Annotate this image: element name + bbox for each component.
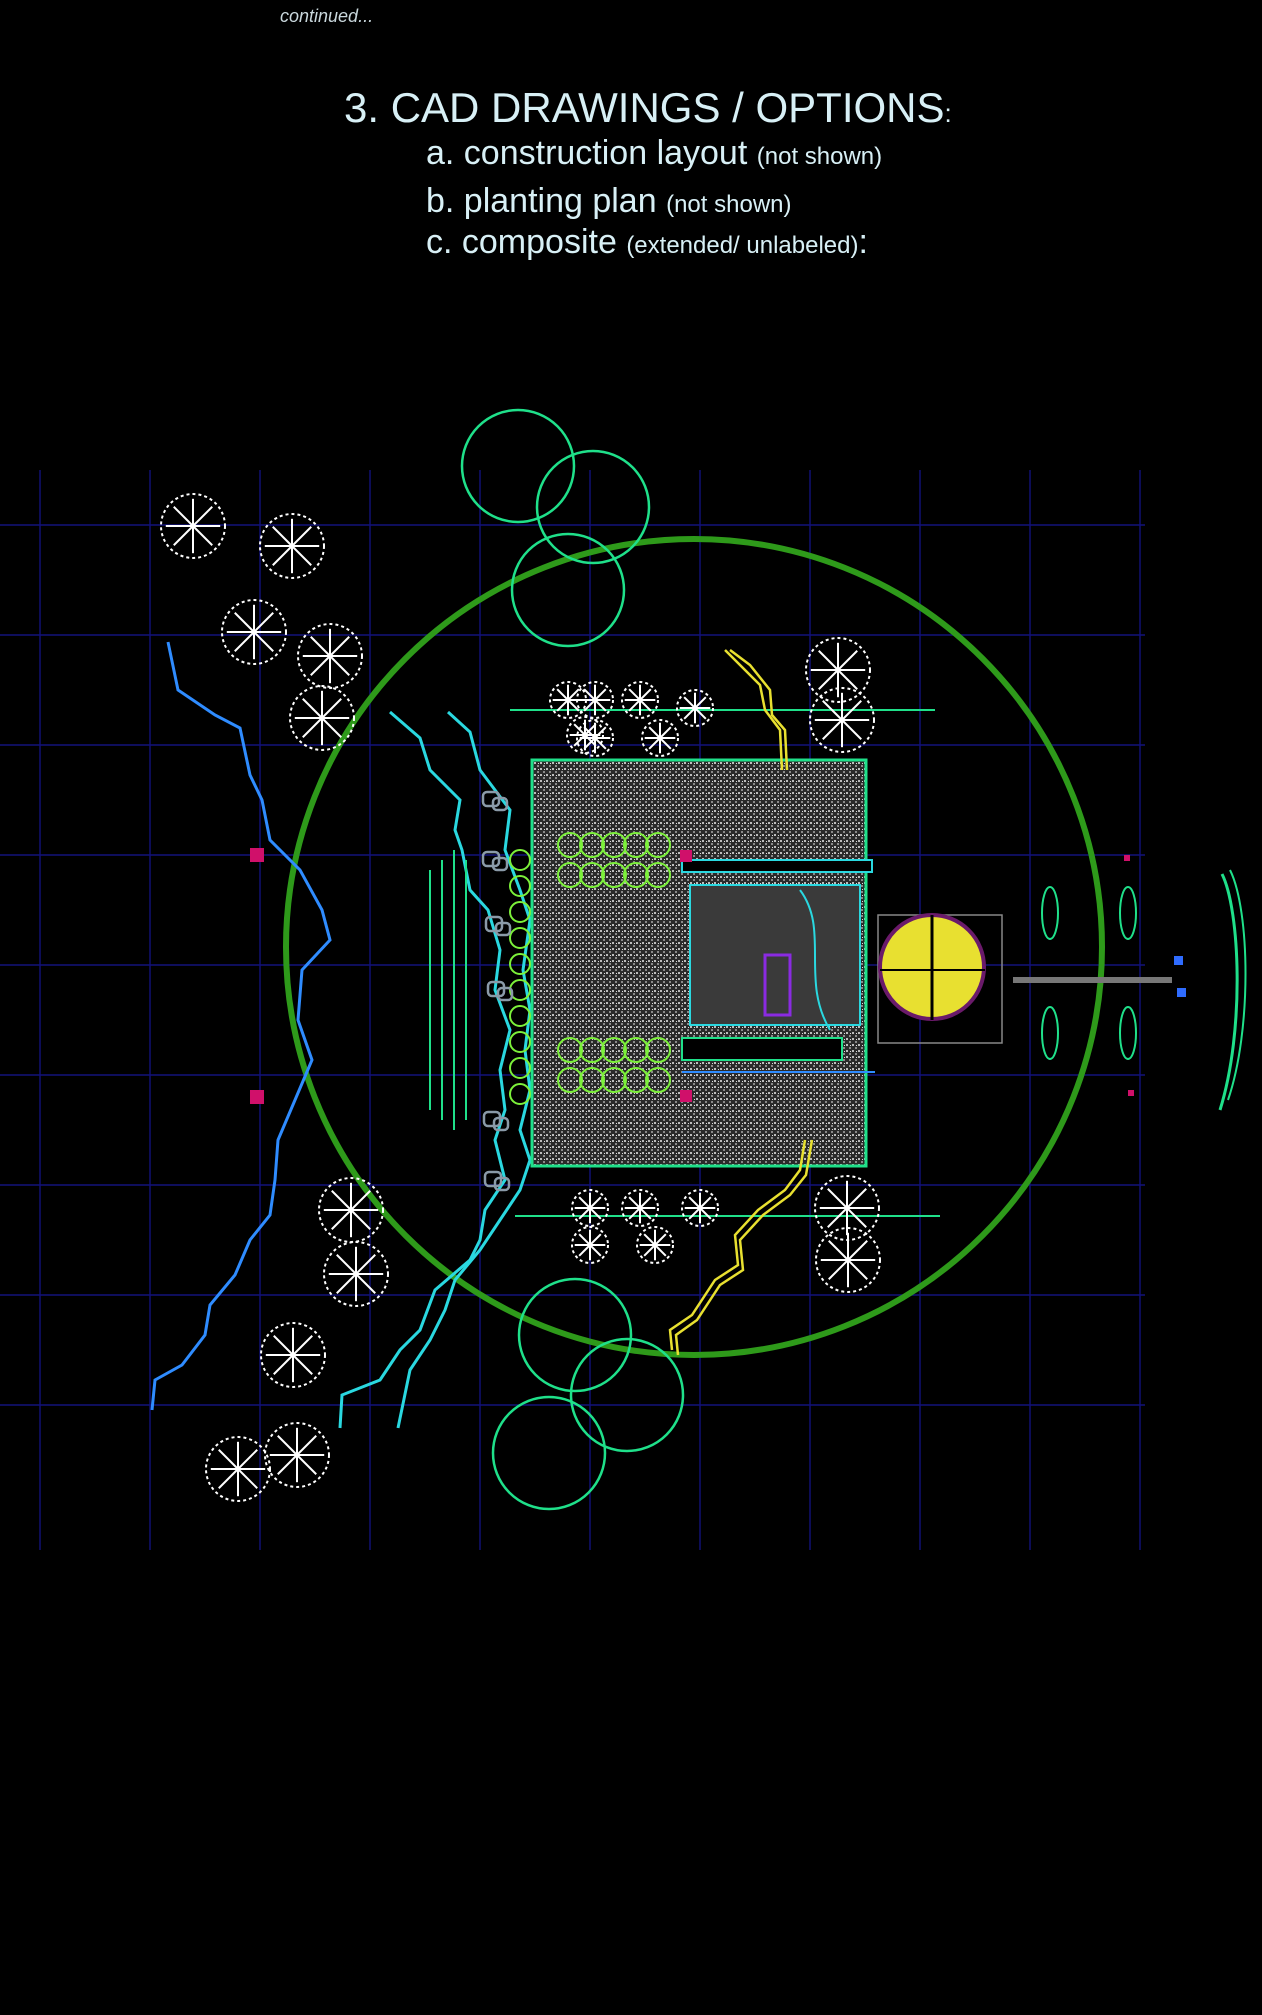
tree-symbol-icon bbox=[160, 493, 226, 559]
option-c: c. composite (extended/ unlabeled): bbox=[426, 223, 868, 262]
tree-symbol-icon bbox=[297, 623, 363, 689]
boulder-symbol-icon bbox=[481, 790, 509, 812]
shrub-symbol-icon bbox=[509, 875, 531, 897]
shrub-symbol-icon bbox=[601, 1037, 627, 1063]
edge-lines bbox=[429, 850, 467, 1130]
shrub-symbol-icon bbox=[509, 849, 531, 871]
tree-symbol-icon bbox=[681, 1189, 719, 1227]
shrub-symbol-icon bbox=[579, 832, 605, 858]
tree-symbol-icon bbox=[571, 1226, 609, 1264]
shrub-symbol-icon bbox=[601, 832, 627, 858]
stream-lines bbox=[150, 641, 532, 1429]
cad-composite-plan bbox=[0, 408, 1247, 1550]
shrub-symbol-icon bbox=[509, 953, 531, 975]
tree-symbol-icon bbox=[571, 1189, 609, 1227]
tree-symbol-icon bbox=[289, 685, 355, 751]
tree-symbol-icon bbox=[318, 1177, 384, 1243]
tree-symbol-icon bbox=[641, 719, 679, 757]
boulder-symbol-icon bbox=[486, 980, 514, 1002]
boulder-symbol-icon bbox=[484, 915, 512, 937]
shrub-symbol-icon bbox=[579, 862, 605, 888]
shrub-symbol-icon bbox=[509, 979, 531, 1001]
shrub-symbol-icon bbox=[623, 1037, 649, 1063]
tree-symbol-icon bbox=[809, 687, 875, 753]
shrub-symbol-icon bbox=[645, 832, 671, 858]
option-c-note: (extended/ unlabeled) bbox=[626, 232, 859, 259]
right-furnishings bbox=[1013, 869, 1247, 1111]
page-title: 3. CAD DRAWINGS / OPTIONS: bbox=[344, 84, 952, 132]
tree-symbol-icon bbox=[621, 1189, 659, 1227]
tree-symbol-icon bbox=[566, 716, 604, 754]
tree-symbol-icon bbox=[549, 681, 587, 719]
option-b-note: (not shown) bbox=[666, 191, 792, 218]
shrub-symbol-icon bbox=[579, 1037, 605, 1063]
shrub-symbol-icon bbox=[557, 1037, 583, 1063]
option-c-label: c. composite bbox=[426, 223, 617, 261]
boulder-symbol-icon bbox=[482, 1110, 510, 1132]
tree-symbol-icon bbox=[805, 637, 871, 703]
boulder-symbol-icon bbox=[483, 1170, 511, 1192]
shrub-symbol-icon bbox=[557, 862, 583, 888]
tree-symbol-icon bbox=[264, 1422, 330, 1488]
drip-line-circle bbox=[283, 536, 1105, 1358]
tree-symbol-icon bbox=[323, 1241, 389, 1307]
shrub-symbol-icon bbox=[509, 1083, 531, 1105]
option-b-label: b. planting plan bbox=[426, 182, 657, 220]
survey-markers bbox=[250, 848, 1134, 1104]
option-a: a. construction layout (not shown) bbox=[426, 134, 882, 173]
option-b: b. planting plan (not shown) bbox=[426, 182, 791, 221]
tree-symbol-icon bbox=[205, 1436, 271, 1502]
boulder-symbol-icon bbox=[481, 850, 509, 872]
tree-symbol-icon bbox=[621, 681, 659, 719]
continued-note: continued... bbox=[280, 6, 374, 26]
tree-symbols bbox=[160, 493, 881, 1502]
tree-symbol-icon bbox=[259, 513, 325, 579]
shrub-symbol-icon bbox=[557, 1067, 583, 1093]
boulder-group bbox=[481, 790, 514, 1192]
fountain-icon bbox=[877, 913, 1003, 1044]
bed-lines bbox=[510, 709, 940, 1217]
shrub-symbol-icon bbox=[623, 1067, 649, 1093]
tree-symbol-icon bbox=[221, 599, 287, 665]
shrub-symbol-icon bbox=[601, 1067, 627, 1093]
shrub-symbol-icon bbox=[509, 1031, 531, 1053]
option-a-label: a. construction layout bbox=[426, 134, 748, 172]
shrub-symbol-icon bbox=[509, 1005, 531, 1027]
shrub-symbol-icon bbox=[509, 927, 531, 949]
shrub-symbol-icon bbox=[623, 862, 649, 888]
yellow-paths bbox=[668, 649, 814, 1356]
option-c-suffix: : bbox=[858, 223, 868, 261]
shrub-symbol-icon bbox=[557, 832, 583, 858]
tree-symbol-icon bbox=[815, 1227, 881, 1293]
page-title-text: 3. CAD DRAWINGS / OPTIONS bbox=[344, 84, 945, 131]
tree-symbol-icon bbox=[676, 689, 714, 727]
shrub-rows bbox=[509, 832, 671, 1105]
tree-symbol-icon bbox=[814, 1175, 880, 1241]
canopy-circles bbox=[460, 408, 685, 1511]
shrub-symbol-icon bbox=[623, 832, 649, 858]
option-a-note: (not shown) bbox=[756, 143, 883, 170]
tree-symbol-icon bbox=[260, 1322, 326, 1388]
shrub-symbol-icon bbox=[509, 1057, 531, 1079]
shrub-symbol-icon bbox=[645, 1067, 671, 1093]
shrub-symbol-icon bbox=[579, 1067, 605, 1093]
tree-symbol-icon bbox=[636, 1226, 674, 1264]
shrub-symbol-icon bbox=[601, 862, 627, 888]
shrub-symbol-icon bbox=[645, 1037, 671, 1063]
shrub-symbol-icon bbox=[509, 901, 531, 923]
house-footprint bbox=[530, 758, 875, 1168]
page-title-colon: : bbox=[944, 98, 952, 128]
shrub-symbol-icon bbox=[645, 862, 671, 888]
